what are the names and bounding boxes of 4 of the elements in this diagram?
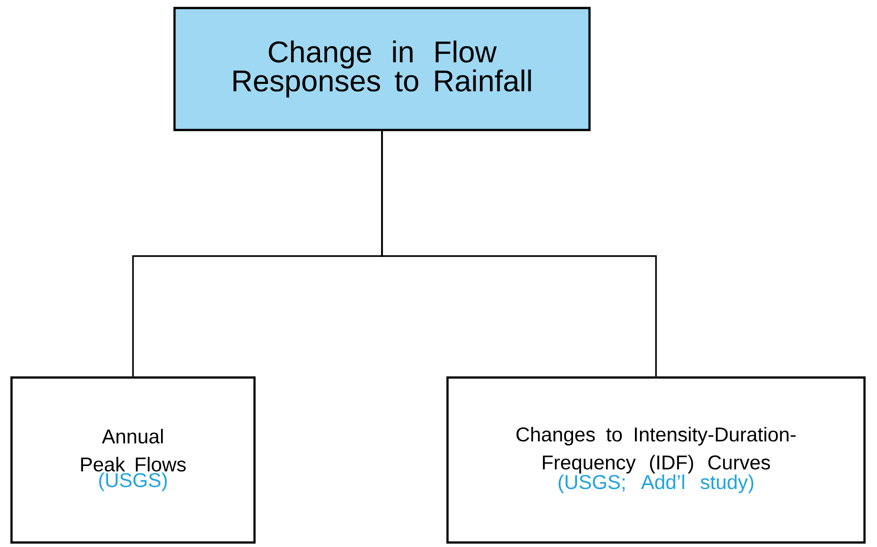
title-box: Change in Flow Responses to Rainfall	[173, 6, 591, 132]
connector-line	[381, 131, 657, 376]
process-box: Annual Peak Flows (USGS)	[10, 376, 256, 544]
process-box: Changes to Intensity-Duration-Frequency (IDF) Curves (USGS; Add’l study)	[446, 376, 866, 544]
